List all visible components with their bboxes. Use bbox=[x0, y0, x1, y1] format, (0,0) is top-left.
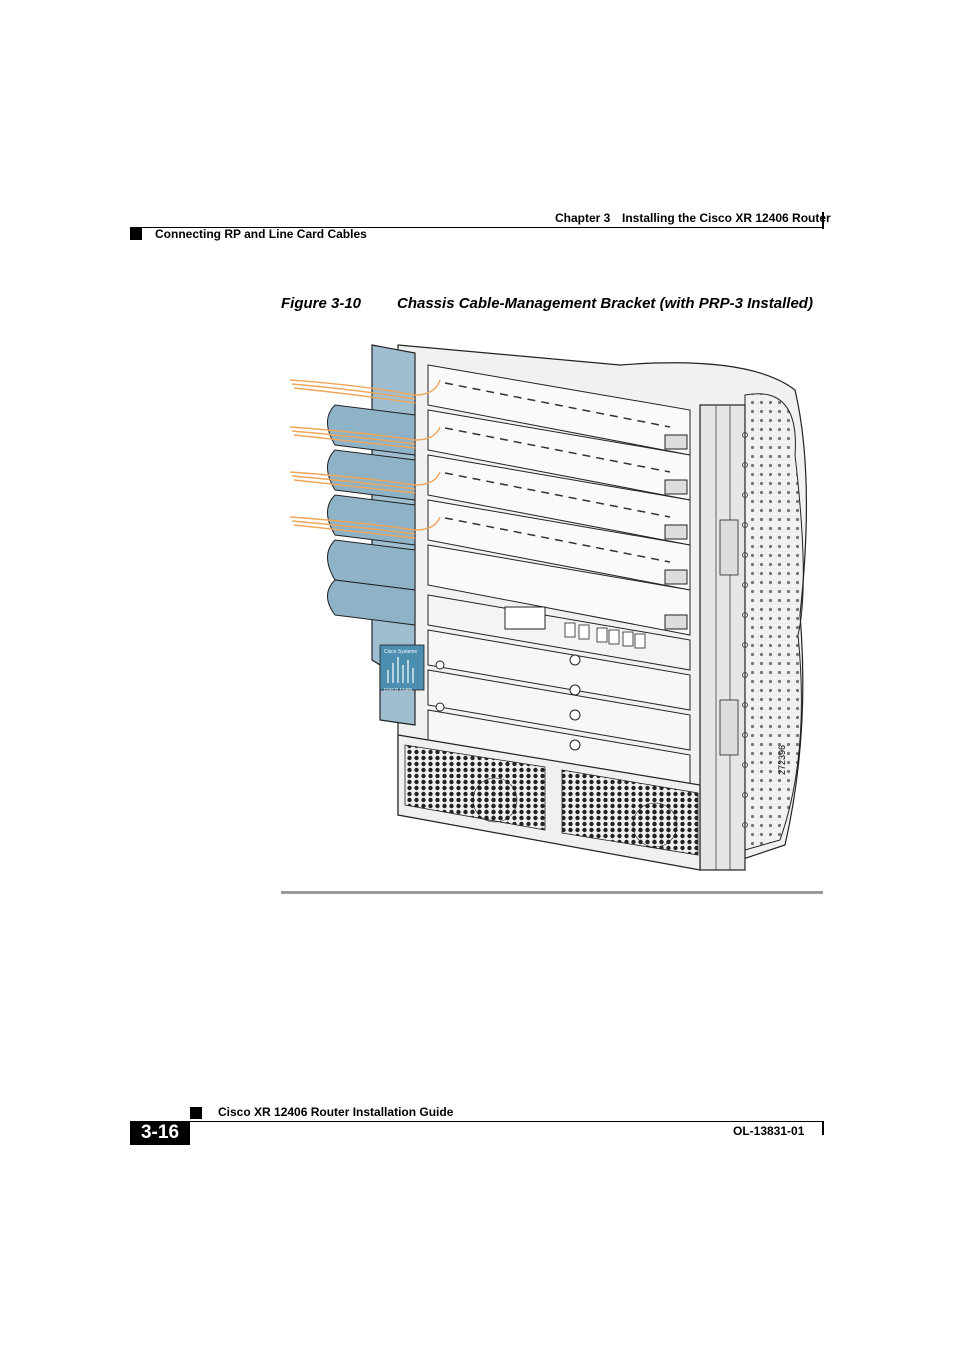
header-rule bbox=[130, 227, 824, 228]
footer-marker bbox=[190, 1107, 202, 1119]
header-tick bbox=[822, 212, 824, 229]
art-id: 272396 bbox=[777, 745, 787, 775]
doc-number: OL-13831-01 bbox=[733, 1124, 805, 1138]
page-number: 3-16 bbox=[130, 1121, 190, 1145]
section-title: Connecting RP and Line Card Cables bbox=[155, 227, 367, 241]
figure-number: Figure 3-10 bbox=[281, 295, 362, 312]
footer-rule bbox=[130, 1121, 824, 1122]
bracket-logo-text: Cisco Systems bbox=[384, 649, 418, 655]
chapter-label: Chapter 3 bbox=[555, 211, 611, 225]
router-chassis-illustration: Cisco Systems CISCO 12406 272396 bbox=[289, 344, 808, 871]
figure-end-rule bbox=[281, 891, 823, 894]
chapter-title: Installing the Cisco XR 12406 Router bbox=[622, 211, 831, 225]
figure-caption: Chassis Cable-Management Bracket (with P… bbox=[397, 295, 813, 312]
section-marker bbox=[130, 228, 142, 240]
footer-tick bbox=[822, 1121, 824, 1135]
bracket-model-text: CISCO 12406 bbox=[384, 687, 413, 692]
guide-title: Cisco XR 12406 Router Installation Guide bbox=[218, 1105, 454, 1119]
